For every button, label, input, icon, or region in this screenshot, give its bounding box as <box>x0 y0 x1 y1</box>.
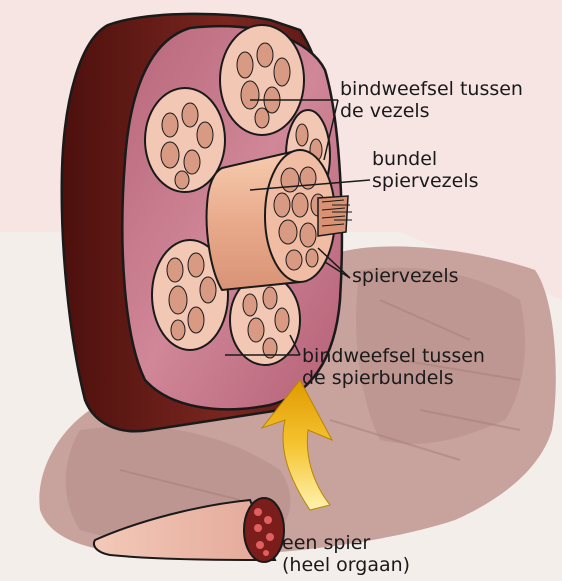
label-bindweefsel-tussen-vezels: bindweefsel tussen de vezels <box>340 78 523 122</box>
label-line: (heel orgaan) <box>282 554 410 576</box>
label-spiervezels: spiervezels <box>352 265 459 287</box>
muscle-bundle <box>220 25 304 135</box>
label-line: bindweefsel tussen <box>340 78 523 100</box>
label-bindweefsel-tussen-spierbundels: bindweefsel tussen de spierbundels <box>302 345 485 389</box>
label-line: bundel <box>372 148 479 170</box>
label-line: bindweefsel tussen <box>302 345 485 367</box>
label-line: de vezels <box>340 100 523 122</box>
label-line: spiervezels <box>352 265 459 287</box>
label-bundel-spiervezels: bundel spiervezels <box>372 148 479 192</box>
label-een-spier: een spier (heel orgaan) <box>282 532 410 576</box>
label-line: de spierbundels <box>302 367 485 389</box>
label-line: spiervezels <box>372 170 479 192</box>
label-line: een spier <box>282 532 410 554</box>
